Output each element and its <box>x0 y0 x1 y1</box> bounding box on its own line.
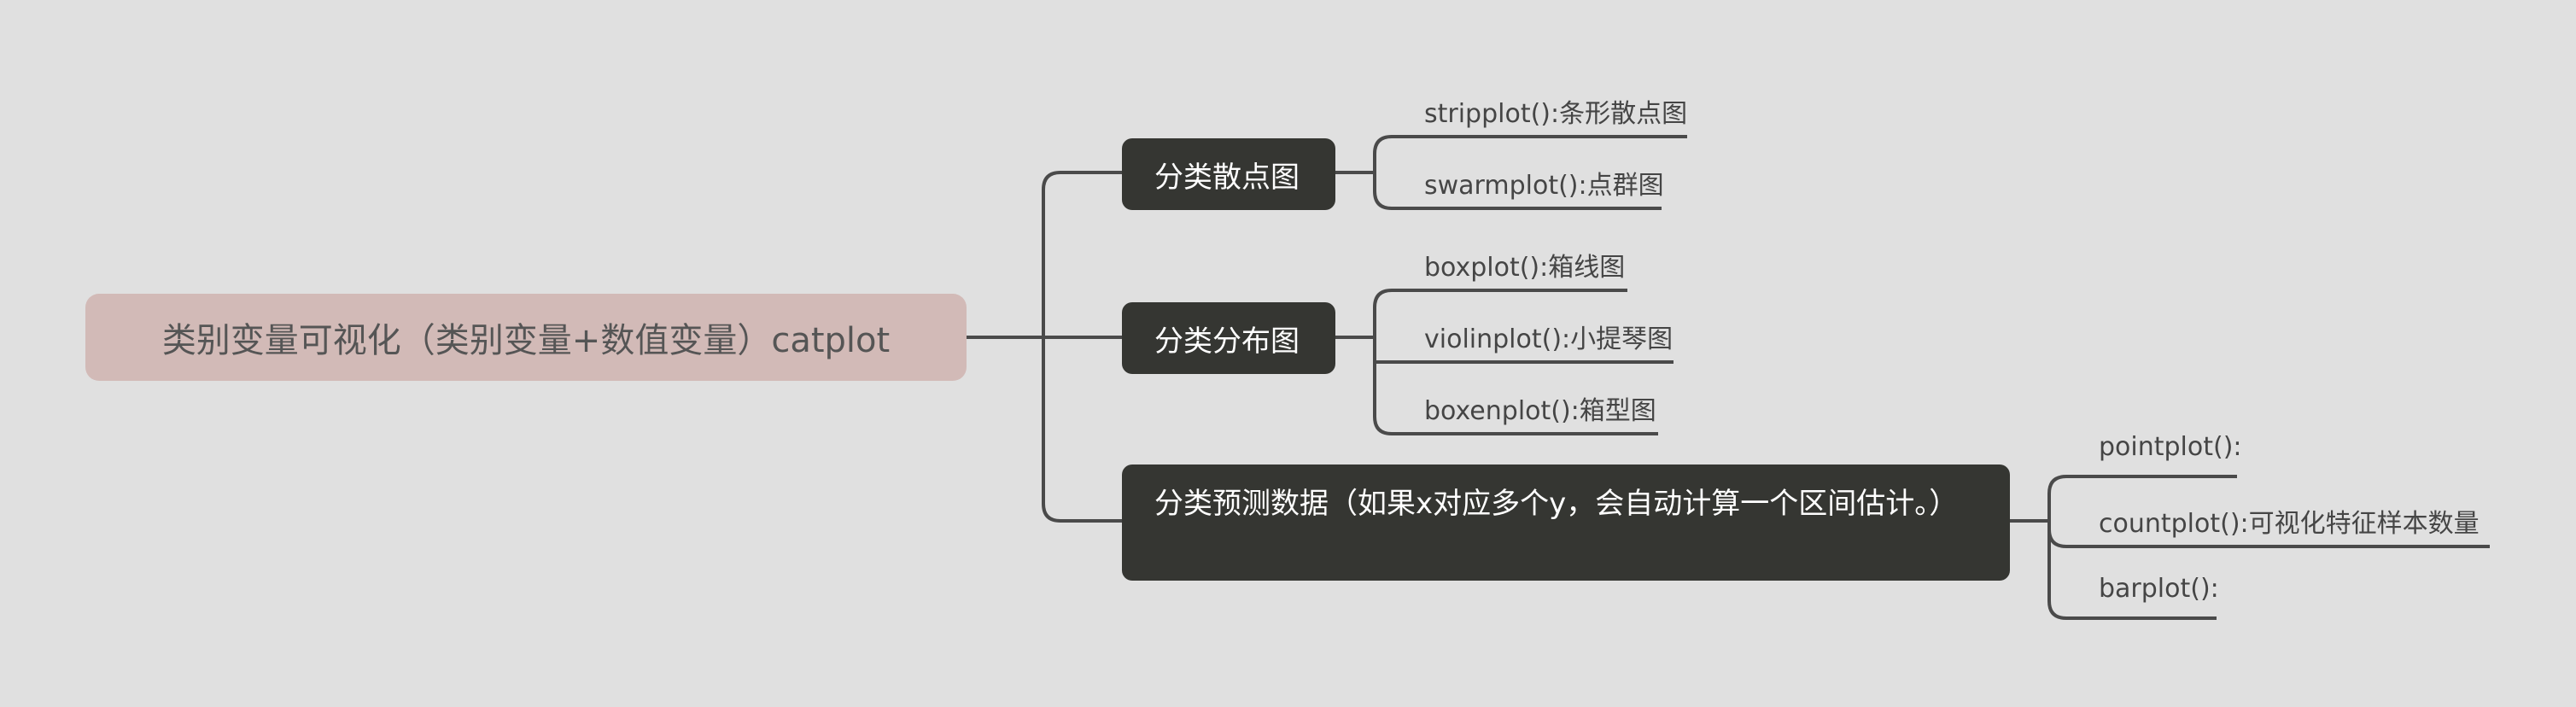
branch-label: 分类预测数据（如果x对应多个y，会自动计算一个区间估计。） <box>1154 487 1959 521</box>
branch-node-scatter[interactable]: 分类散点图 <box>1122 138 1335 210</box>
leaf-swarmplot[interactable]: swarmplot():点群图 <box>1424 171 1664 201</box>
leaf-barplot[interactable]: barplot(): <box>2099 574 2219 604</box>
connector-trunk <box>1042 171 1122 523</box>
branch-node-estimate[interactable]: 分类预测数据（如果x对应多个y，会自动计算一个区间估计。） <box>1122 465 2010 581</box>
leaf-boxplot[interactable]: boxplot():箱线图 <box>1424 253 1626 283</box>
leaf-boxenplot[interactable]: boxenplot():箱型图 <box>1424 396 1656 426</box>
connector-branch-3 <box>2010 475 2490 620</box>
connector-branch-2 <box>1335 289 1674 435</box>
leaf-stripplot[interactable]: stripplot():条形散点图 <box>1424 99 1688 129</box>
leaf-pointplot[interactable]: pointplot(): <box>2099 432 2242 462</box>
branch-node-distribution[interactable]: 分类分布图 <box>1122 302 1335 374</box>
branch-label: 分类散点图 <box>1154 160 1300 195</box>
leaf-countplot[interactable]: countplot():可视化特征样本数量 <box>2099 509 2480 539</box>
connector-branch-1 <box>1335 135 1687 210</box>
root-label: 类别变量可视化（类别变量+数值变量）catplot <box>161 321 891 360</box>
branch-label: 分类分布图 <box>1154 324 1300 359</box>
leaf-violinplot[interactable]: violinplot():小提琴图 <box>1424 324 1674 354</box>
root-node[interactable]: 类别变量可视化（类别变量+数值变量）catplot <box>85 294 967 381</box>
